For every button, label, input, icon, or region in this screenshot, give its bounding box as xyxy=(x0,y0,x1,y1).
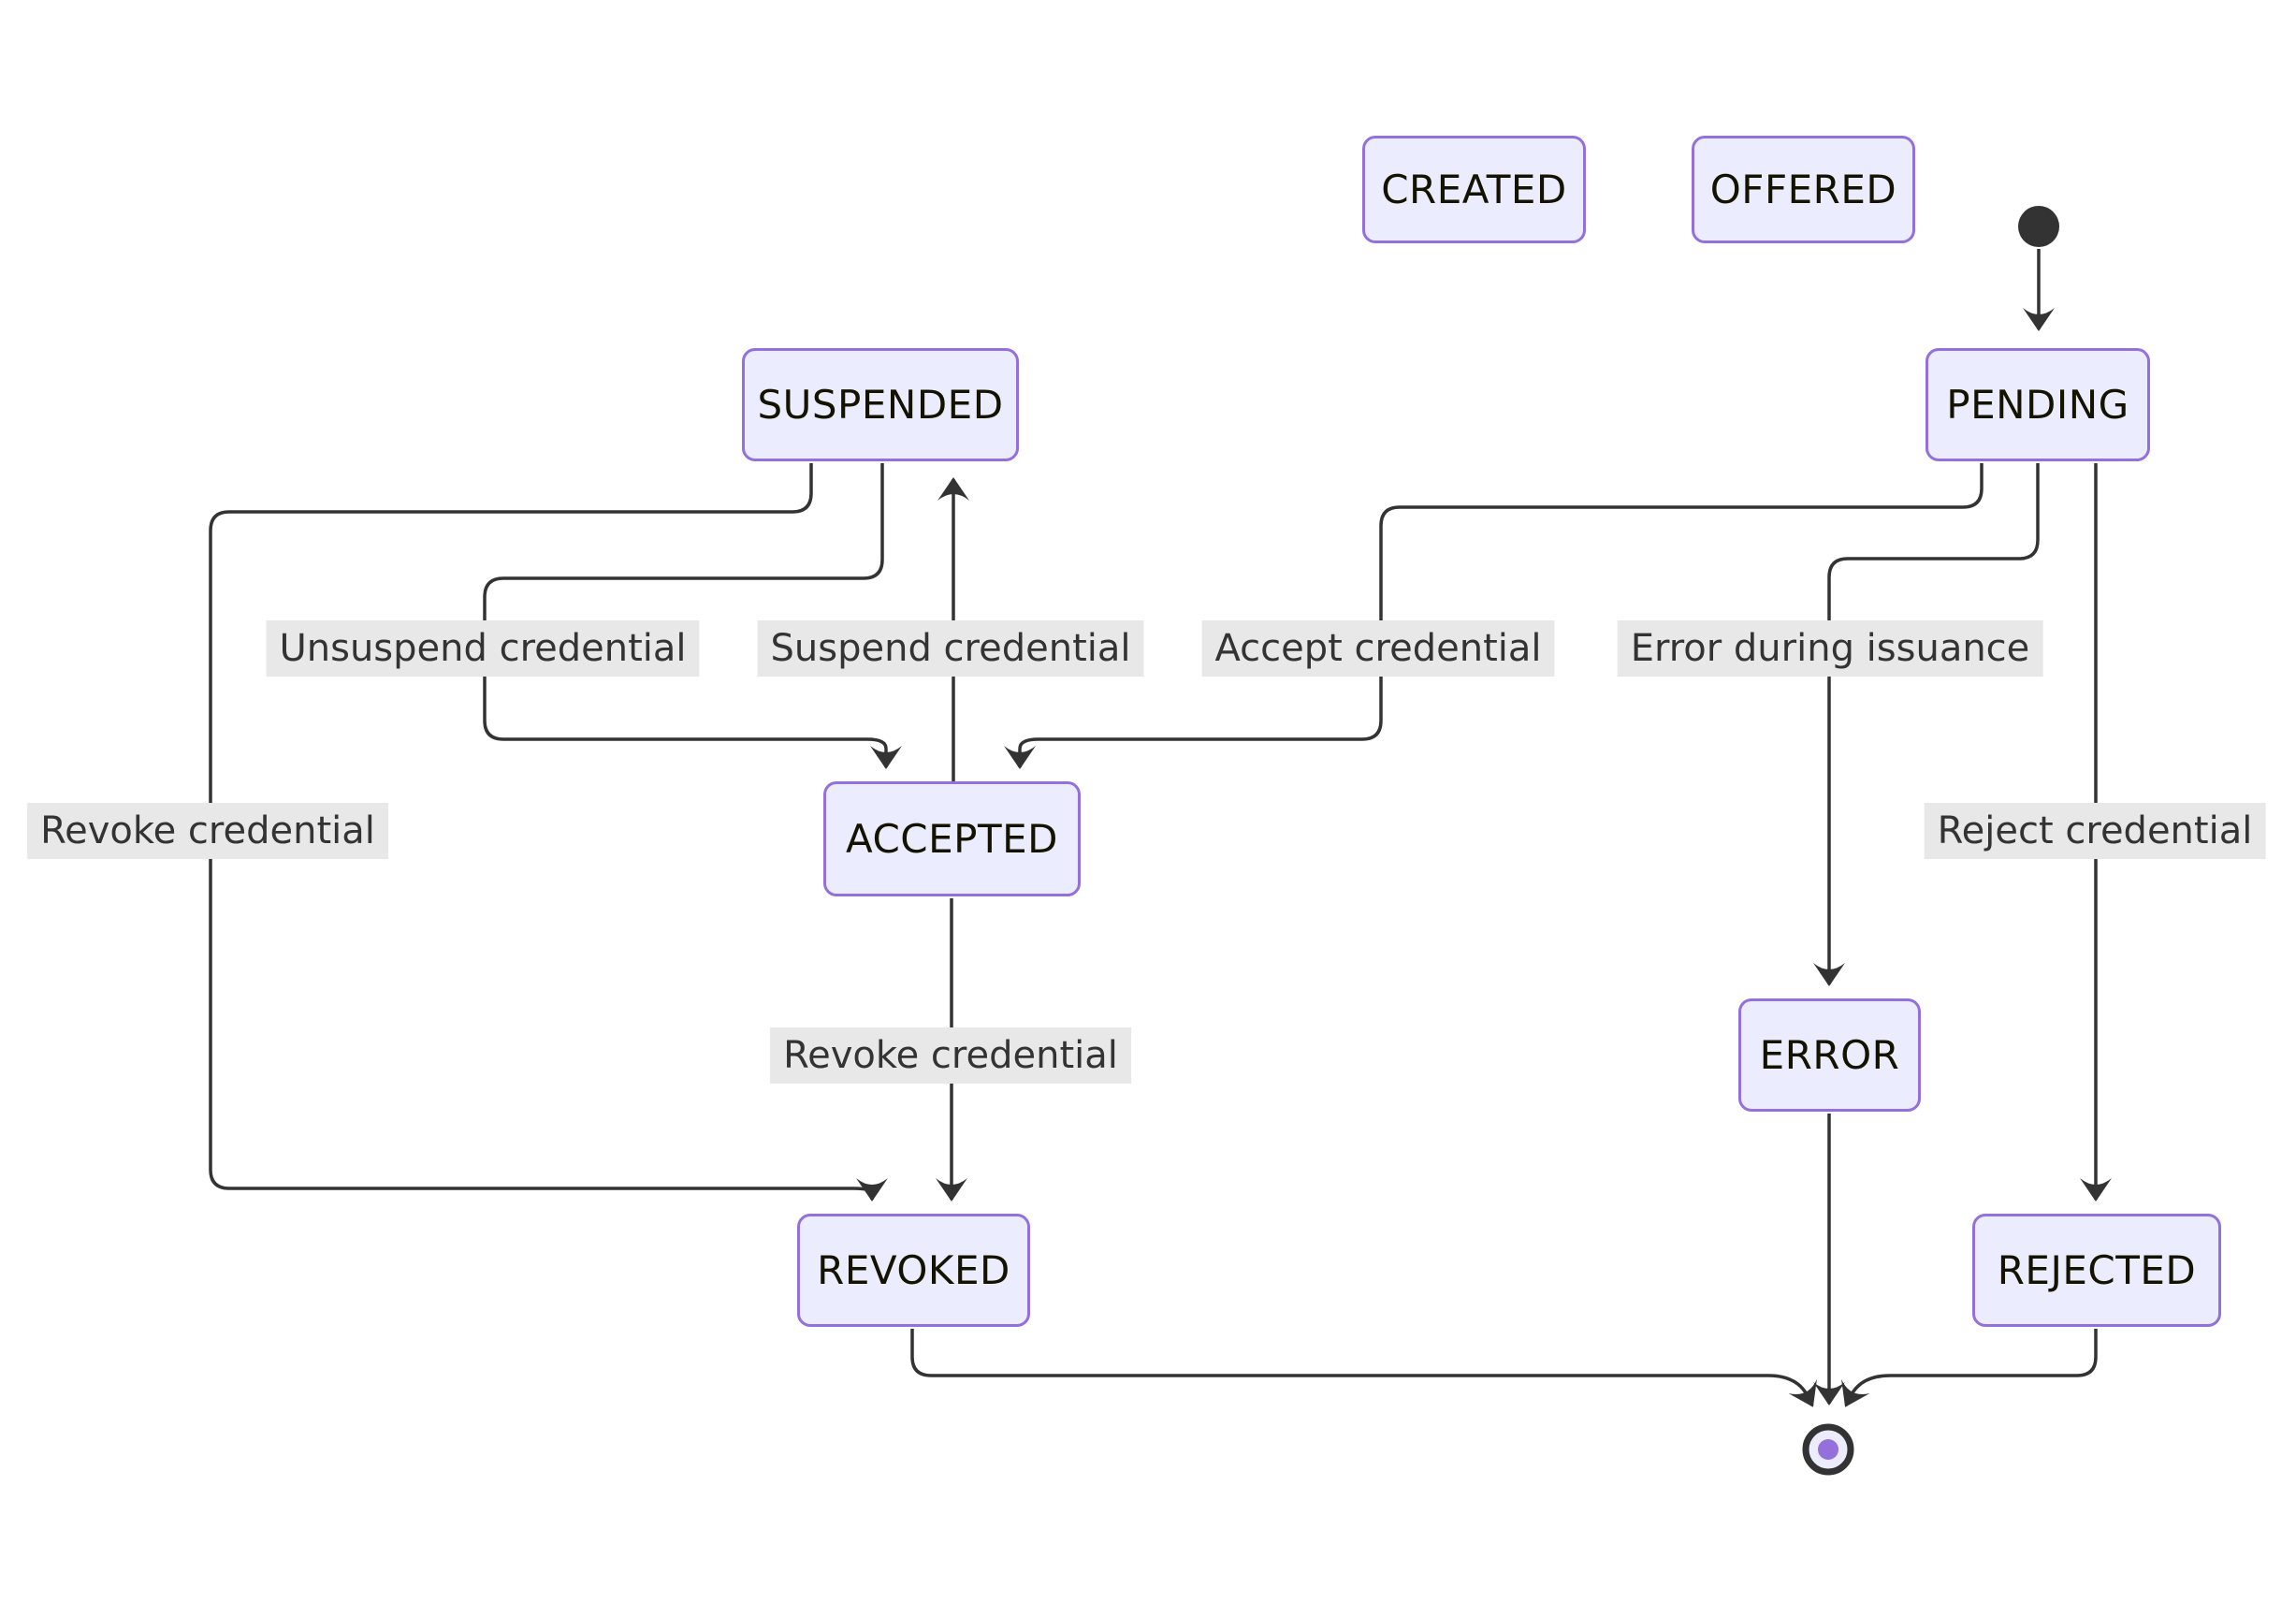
state-node-pending: PENDING xyxy=(1925,348,2150,461)
state-node-revoked: REVOKED xyxy=(797,1214,1030,1327)
edge-label-revoke-credential-left: Revoke credential xyxy=(27,803,388,859)
state-node-created: CREATED xyxy=(1362,136,1586,243)
state-node-accepted: ACCEPTED xyxy=(823,781,1081,896)
edge-rejected-to-final xyxy=(1841,1329,2098,1407)
edge-suspended-to-accepted xyxy=(483,463,902,769)
state-node-error: ERROR xyxy=(1738,998,1921,1112)
edge-label-unsuspend-credential: Unsuspend credential xyxy=(266,620,700,677)
state-node-offered: OFFERED xyxy=(1692,136,1915,243)
edge-revoked-to-final xyxy=(910,1329,1817,1407)
edge-label-reject-credential: Reject credential xyxy=(1924,803,2266,859)
edge-pending-to-error xyxy=(1813,463,2040,986)
state-node-rejected: REJECTED xyxy=(1972,1214,2221,1327)
initial-state-dot xyxy=(2018,206,2059,247)
final-state-icon xyxy=(1802,1423,1854,1476)
edge-label-error-during-issuance: Error during issuance xyxy=(1617,620,2043,677)
edge-label-accept-credential: Accept credential xyxy=(1201,620,1555,677)
state-node-suspended: SUSPENDED xyxy=(742,348,1019,461)
edge-pending-to-accepted xyxy=(1004,463,1984,769)
edge-label-revoke-credential-mid: Revoke credential xyxy=(770,1027,1131,1084)
edge-label-suspend-credential: Suspend credential xyxy=(757,620,1144,677)
